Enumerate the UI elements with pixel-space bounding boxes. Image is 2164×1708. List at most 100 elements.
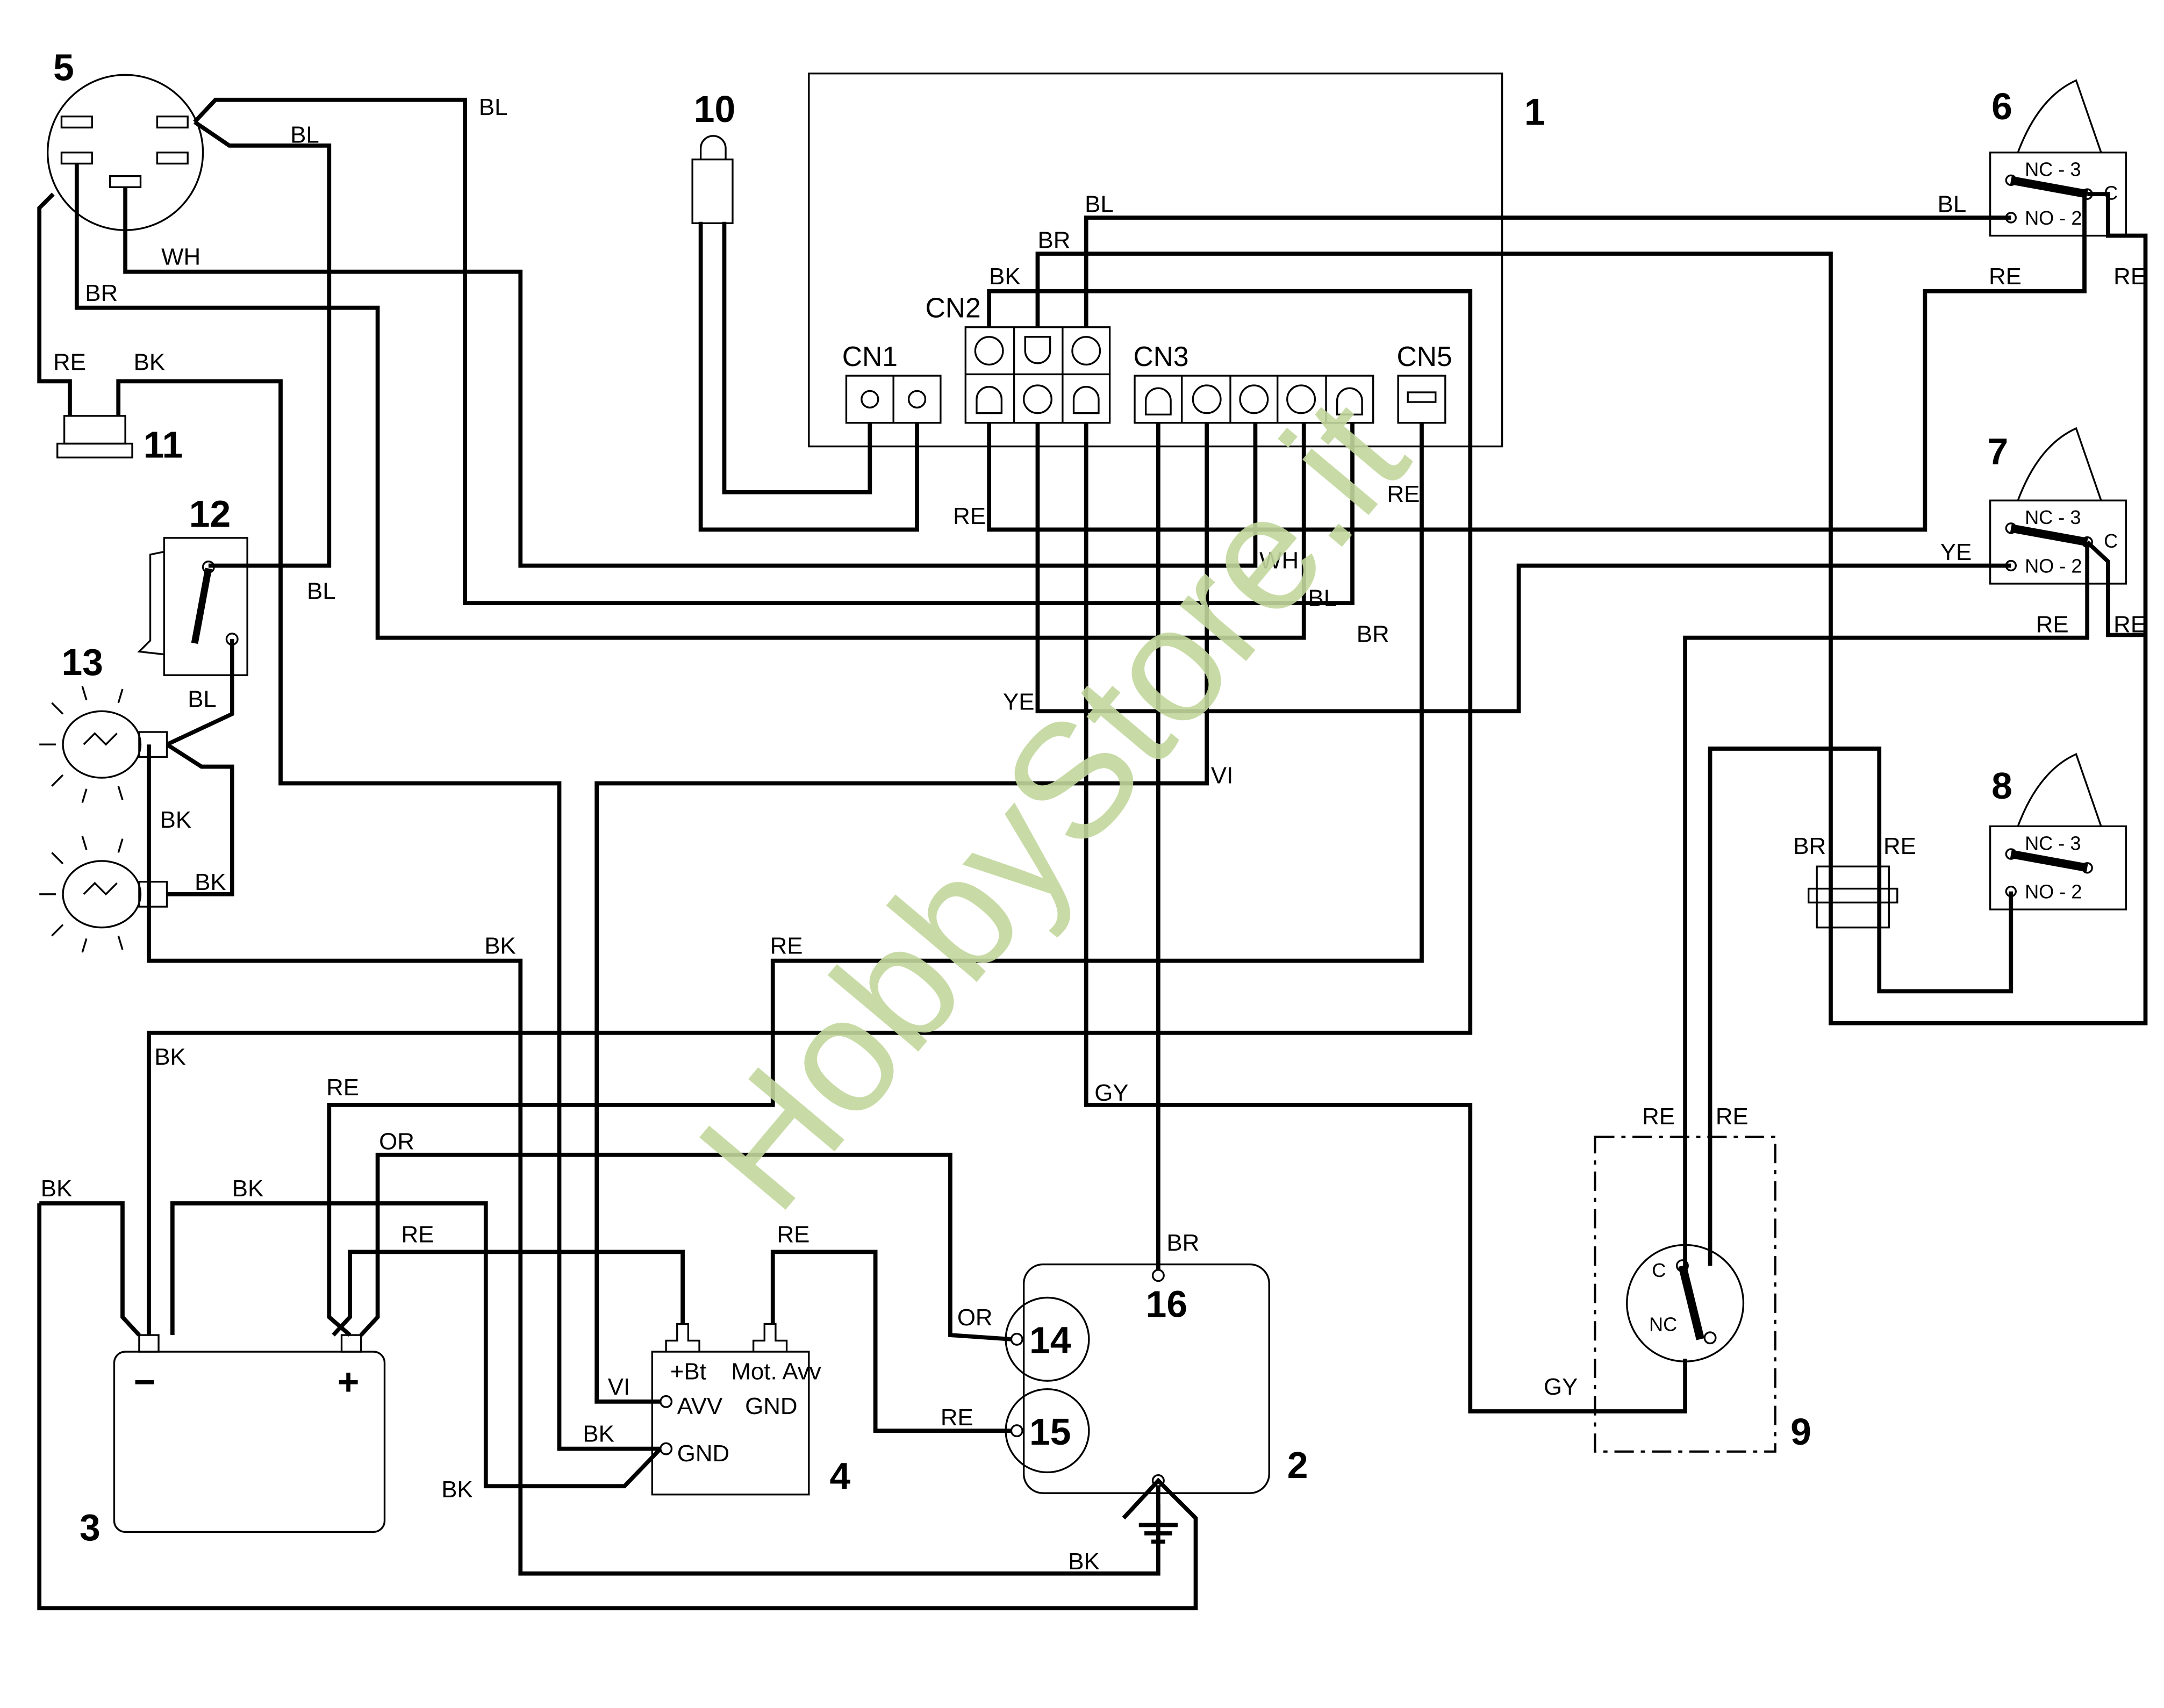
- fuse-10: 10: [691, 88, 735, 224]
- nc-label: NC - 3: [2025, 832, 2081, 854]
- c-label: C: [1652, 1259, 1666, 1281]
- no-label: NO - 2: [2025, 881, 2082, 903]
- safety-switch-7: NC - 3 NO - 2 C 7: [1987, 427, 2127, 585]
- wire-label: RE: [401, 1221, 434, 1247]
- wire-label: BR: [1166, 1230, 1199, 1256]
- lamp-icon: [39, 835, 168, 953]
- safety-switch-8: NC - 3 NO - 2 8: [1989, 752, 2127, 910]
- label-3: 3: [80, 1506, 101, 1548]
- wire-label: RE: [770, 933, 803, 959]
- no-label: NO - 2: [2025, 555, 2082, 577]
- label-12: 12: [189, 493, 231, 535]
- wire-label: RE: [326, 1074, 359, 1101]
- switch-12: 12: [137, 493, 248, 676]
- wire-label: OR: [379, 1128, 414, 1154]
- wire-label: BK: [160, 807, 192, 833]
- wire-label: BK: [134, 349, 165, 376]
- cn5-label: CN5: [1397, 341, 1452, 372]
- wire-label: RE: [1716, 1103, 1749, 1130]
- wire-label: YE: [1003, 689, 1035, 715]
- wire-label: BK: [583, 1421, 614, 1447]
- wire-label: BK: [989, 263, 1021, 290]
- label-9: 9: [1790, 1411, 1811, 1453]
- wire-label: BL: [307, 578, 336, 604]
- wires: [37, 97, 2148, 1611]
- label-14: 14: [1029, 1319, 1071, 1361]
- wire-label: BL: [479, 94, 508, 120]
- label-7: 7: [1987, 430, 2008, 472]
- wire-label: RE: [1642, 1103, 1675, 1130]
- terminal-avv: AVV: [677, 1393, 723, 1419]
- lamps-13: 13: [39, 641, 168, 953]
- watermark: HobbyStore.it: [663, 365, 1442, 1243]
- wire-label: BK: [154, 1044, 185, 1070]
- terminal-bt: +Bt: [670, 1359, 706, 1385]
- label-15: 15: [1029, 1411, 1071, 1453]
- connector-cn1: CN1: [842, 341, 942, 424]
- label-6: 6: [1991, 85, 2012, 127]
- start-module-4: +Bt Mot. Avv AVV GND GND 4: [651, 1323, 851, 1497]
- label-11: 11: [144, 424, 183, 465]
- label-8: 8: [1991, 765, 2012, 807]
- wire-label: BK: [232, 1175, 264, 1202]
- wire-label: WH: [161, 244, 200, 270]
- wire-label: BR: [1357, 621, 1389, 647]
- wire-label: BL: [188, 686, 217, 713]
- wire-label: OR: [957, 1304, 993, 1331]
- nc-label: NC: [1649, 1313, 1677, 1335]
- wire-label: BK: [441, 1476, 473, 1503]
- wire-labels: BL BL WH BR RE BK BL BL BK BK BK RE BK R…: [41, 94, 2146, 1575]
- terminal-gnd-top: GND: [745, 1393, 797, 1419]
- safety-switch-6: NC - 3 NO - 2 C 6: [1989, 79, 2127, 237]
- wire-label: BL: [1308, 585, 1337, 611]
- wire-label: RE: [2036, 611, 2069, 637]
- wire-label: RE: [2113, 263, 2146, 290]
- wire-label: BK: [484, 933, 516, 959]
- wire-label: BL: [1085, 191, 1114, 218]
- seat-switch-9: C NC 9: [1594, 1136, 1811, 1453]
- control-board: [808, 73, 1503, 448]
- wire-label: BR: [1037, 227, 1070, 254]
- wire-label: RE: [953, 503, 986, 529]
- wire-label: BL: [1938, 191, 1967, 218]
- wire-label: RE: [53, 349, 86, 376]
- battery-plus: +: [338, 1361, 360, 1403]
- connector-cn3: CN3: [1133, 341, 1374, 424]
- battery-3: − + 3: [80, 1334, 386, 1548]
- label-5: 5: [53, 47, 74, 89]
- wire-label: RE: [1989, 263, 2022, 290]
- wire-label: RE: [2113, 611, 2146, 637]
- nc-label: NC - 3: [2025, 159, 2081, 181]
- wire-label: VI: [1211, 762, 1233, 788]
- wire-label: RE: [1883, 833, 1916, 859]
- label-13: 13: [61, 641, 103, 683]
- cn2-label: CN2: [926, 292, 981, 324]
- label-2: 2: [1287, 1444, 1308, 1486]
- wire-label: BL: [290, 122, 319, 148]
- no-label: NO - 2: [2025, 207, 2082, 229]
- label-1: 1: [1524, 91, 1545, 133]
- wire-label: GY: [1094, 1080, 1128, 1106]
- connector-cn2: CN2: [926, 292, 1111, 424]
- wire-label: BR: [1793, 833, 1826, 859]
- terminal-gnd: GND: [677, 1440, 729, 1467]
- battery-minus: −: [134, 1361, 156, 1403]
- wire-label: YE: [1940, 539, 1972, 565]
- wire-label: RE: [1387, 481, 1420, 507]
- label-10: 10: [694, 88, 735, 130]
- wire-label: VI: [608, 1374, 630, 1400]
- wire-label: BR: [85, 280, 118, 306]
- nc-label: NC - 3: [2025, 506, 2081, 528]
- component-11: 11: [56, 415, 183, 465]
- wire-label: RE: [941, 1404, 973, 1431]
- label-16: 16: [1146, 1283, 1187, 1325]
- c-label: C: [2104, 530, 2118, 552]
- wire-label: RE: [777, 1221, 810, 1247]
- cn3-label: CN3: [1133, 341, 1188, 372]
- wire-label: GY: [1544, 1374, 1578, 1400]
- wire-label: BK: [1068, 1548, 1100, 1575]
- terminal-mot-avv: Mot. Avv: [731, 1359, 821, 1385]
- lamp-icon: [39, 686, 168, 803]
- inline-fuse: [1808, 865, 1898, 929]
